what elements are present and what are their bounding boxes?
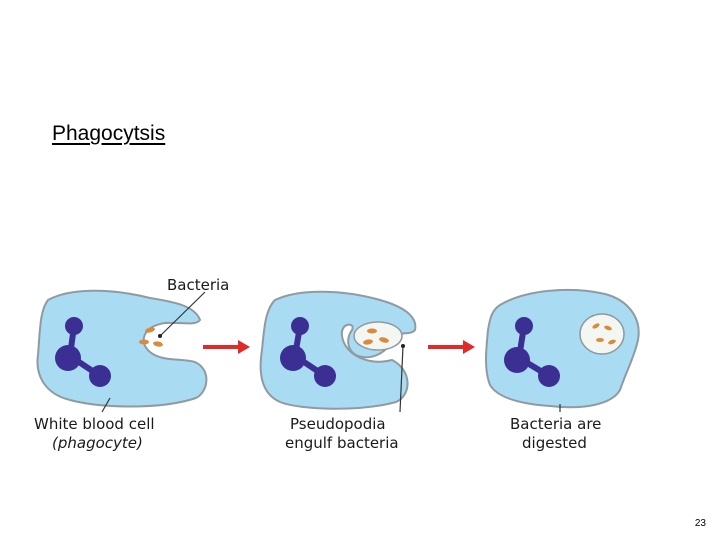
- stage-2-cell: [259, 290, 417, 413]
- arrow-right-icon: [428, 340, 475, 354]
- bacterium: [379, 337, 389, 343]
- label-phagocyte: (phagocyte): [52, 434, 143, 452]
- bacterium: [604, 325, 612, 331]
- bacterium: [608, 339, 616, 345]
- bacterium: [592, 323, 600, 329]
- label-bacteria: Bacteria: [167, 276, 229, 294]
- bacterium: [596, 338, 604, 342]
- stage-1-cell: [36, 289, 208, 413]
- label-digested-line1: Bacteria are: [510, 415, 601, 433]
- bacterium: [363, 339, 373, 345]
- bacterium: [153, 341, 163, 347]
- label-pseudopodia-line2: engulf bacteria: [285, 434, 399, 452]
- vacuole: [353, 321, 403, 351]
- label-pseudopodia-line1: Pseudopodia: [290, 415, 386, 433]
- slide-title: Phagocytsis: [52, 122, 166, 145]
- bacterium: [145, 327, 155, 333]
- bacterium: [139, 339, 149, 345]
- label-digested-line2: digested: [522, 434, 587, 452]
- page-number: 23: [694, 518, 706, 529]
- bacterium: [367, 328, 377, 334]
- vacuole: [579, 313, 625, 355]
- stage-3-cell: [485, 288, 640, 412]
- label-white-blood-cell: White blood cell: [34, 415, 155, 433]
- arrow-right-icon: [203, 340, 250, 354]
